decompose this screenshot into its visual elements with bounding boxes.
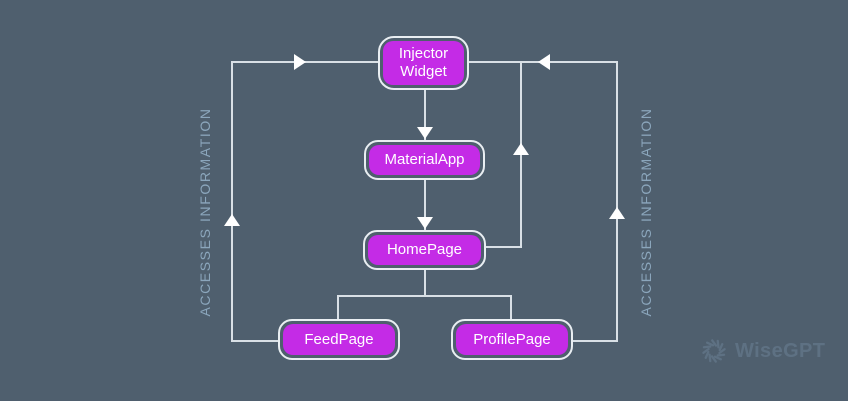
edge-split-to-feedpage — [337, 295, 339, 319]
wisegpt-brand-text: WiseGPT — [735, 339, 826, 362]
edge-split-horizontal — [337, 295, 512, 297]
node-feedpage-label: FeedPage — [283, 324, 395, 355]
edge-left-vertical — [231, 61, 233, 342]
arrowhead-into-injector-left-icon — [294, 54, 306, 70]
arrowhead-down-homepage-icon — [417, 217, 433, 229]
arrowhead-up-right-icon — [609, 207, 625, 219]
node-profilepage: ProfilePage — [451, 319, 573, 360]
aperture-icon — [700, 337, 728, 365]
node-feedpage: FeedPage — [278, 319, 400, 360]
arrowhead-up-feedback-icon — [513, 143, 529, 155]
edge-injector-to-materialapp — [424, 90, 426, 140]
node-injector-widget-label: Injector Widget — [383, 41, 464, 85]
accesses-information-label-left: ACCESSES INFORMATION — [197, 107, 213, 317]
edge-homepage-feedback-horizontal — [486, 246, 522, 248]
edge-homepage-feedback-vertical — [520, 62, 522, 248]
arrowhead-into-injector-right-icon — [538, 54, 550, 70]
node-homepage-label: HomePage — [368, 235, 481, 265]
edge-right-bottom-horizontal — [573, 340, 618, 342]
node-materialapp-label: MaterialApp — [369, 145, 480, 175]
edge-materialapp-to-homepage — [424, 180, 426, 230]
arrowhead-down-materialapp-icon — [417, 127, 433, 139]
wisegpt-watermark: WiseGPT — [700, 337, 825, 365]
edge-homepage-split-stem — [424, 270, 426, 297]
node-materialapp: MaterialApp — [364, 140, 485, 180]
node-homepage: HomePage — [363, 230, 486, 270]
accesses-information-label-right: ACCESSES INFORMATION — [638, 107, 654, 317]
arrowhead-up-left-icon — [224, 214, 240, 226]
edge-left-bottom-horizontal — [231, 340, 278, 342]
edge-split-to-profilepage — [510, 295, 512, 319]
node-injector-widget: Injector Widget — [378, 36, 469, 90]
node-profilepage-label: ProfilePage — [456, 324, 568, 355]
edge-right-vertical — [616, 61, 618, 342]
